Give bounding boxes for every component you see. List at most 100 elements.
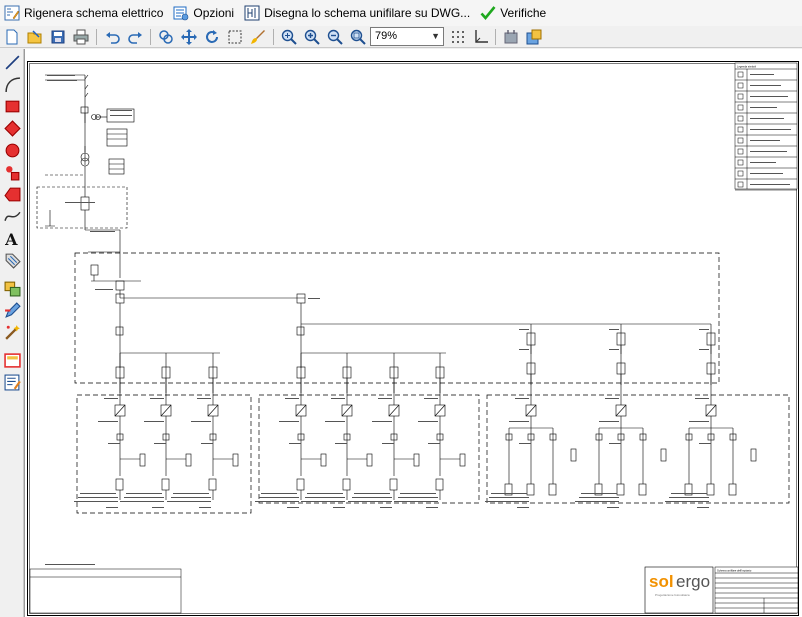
annotation-line xyxy=(519,443,531,444)
annotation-line xyxy=(609,349,619,350)
select-rect-button[interactable] xyxy=(226,28,244,46)
new-button[interactable] xyxy=(3,28,21,46)
paint-brush-icon xyxy=(251,30,265,44)
zoom-plus-icon xyxy=(304,29,320,45)
zoom-window-button[interactable] xyxy=(349,28,367,46)
annotation-line xyxy=(106,507,118,508)
checks-menu[interactable]: Verifiche xyxy=(480,1,546,25)
annotation-line xyxy=(261,493,297,494)
sheet-frame xyxy=(27,61,799,616)
annotation-line xyxy=(519,349,529,350)
open-button[interactable] xyxy=(26,28,44,46)
annotation-line xyxy=(509,421,529,422)
frame-tool[interactable] xyxy=(3,351,21,369)
drawing-canvas[interactable]: Legenda simboli sol ergo Progettazione f… xyxy=(24,49,802,617)
draw-dwg-menu[interactable]: Disegna lo schema unifilare su DWG... xyxy=(244,1,470,25)
circle-icon xyxy=(5,143,19,157)
rotate-icon xyxy=(206,30,218,43)
main-bus xyxy=(90,252,716,393)
annotation-line xyxy=(110,110,132,111)
save-button[interactable] xyxy=(49,28,67,46)
annotation-line xyxy=(599,421,619,422)
chevron-down-icon: ▼ xyxy=(431,31,440,41)
curve-icon xyxy=(3,211,21,221)
sub-array-enclosure-3 xyxy=(486,394,790,504)
options-menu[interactable]: Opzioni xyxy=(173,1,234,25)
annotation-line xyxy=(579,497,619,498)
annotation-line xyxy=(173,493,209,494)
annotation-line xyxy=(45,564,95,565)
annotation-line xyxy=(80,493,116,494)
print-button[interactable] xyxy=(72,28,90,46)
legend-symbol xyxy=(737,82,744,89)
undo-button[interactable] xyxy=(104,28,122,46)
pan-button[interactable] xyxy=(180,28,198,46)
layers-tool[interactable] xyxy=(3,279,21,297)
symbol-tool[interactable] xyxy=(3,163,21,181)
wand-tool[interactable] xyxy=(3,323,21,341)
annotation-line xyxy=(517,507,529,508)
grid-connection-chain xyxy=(36,74,135,253)
legend-symbol xyxy=(737,148,744,155)
export-icon xyxy=(526,29,542,45)
polygon-tool[interactable] xyxy=(3,185,21,203)
annotation-line xyxy=(609,329,619,330)
annotation-line xyxy=(609,443,621,444)
annotation-line xyxy=(489,497,529,498)
curve-tool[interactable] xyxy=(3,207,21,225)
legend-symbol xyxy=(737,159,744,166)
text-tool[interactable]: A xyxy=(3,229,21,247)
line-tool[interactable] xyxy=(3,53,21,71)
text-icon: A xyxy=(4,230,18,247)
regenerate-scheme-menu[interactable]: Rigenera schema elettrico xyxy=(4,1,163,25)
undo-icon xyxy=(106,32,120,44)
print-icon xyxy=(73,29,89,45)
rectangle-tool[interactable] xyxy=(3,97,21,115)
checks-label: Verifiche xyxy=(500,6,547,20)
annotation-line xyxy=(152,507,164,508)
move-select-button[interactable] xyxy=(157,28,175,46)
annotation-line xyxy=(124,497,164,498)
export-button[interactable] xyxy=(525,28,543,46)
annotation-line xyxy=(697,507,709,508)
title-block xyxy=(714,566,799,614)
module-button[interactable] xyxy=(502,28,520,46)
annotation-line xyxy=(335,443,347,444)
annotation-line xyxy=(74,501,118,502)
redo-icon xyxy=(128,32,142,44)
snap-button[interactable] xyxy=(472,28,490,46)
legend-text-line xyxy=(750,129,791,130)
zoom-minus-button[interactable] xyxy=(326,28,344,46)
circle-tool[interactable] xyxy=(3,141,21,159)
symbol-legend xyxy=(734,62,798,191)
annotation-line xyxy=(126,493,162,494)
annotation-line xyxy=(144,421,164,422)
zoom-plus-button[interactable] xyxy=(303,28,321,46)
annotation-line xyxy=(78,497,118,498)
grid-button[interactable] xyxy=(449,28,467,46)
module-icon xyxy=(504,30,518,44)
annotation-line xyxy=(699,443,711,444)
annotation-line xyxy=(400,493,436,494)
annotation-line xyxy=(519,329,529,330)
edit-tool[interactable] xyxy=(3,301,21,319)
redo-button[interactable] xyxy=(126,28,144,46)
properties-tool[interactable] xyxy=(3,373,21,391)
zoom-in-button[interactable] xyxy=(280,28,298,46)
arc-tool[interactable] xyxy=(3,75,21,93)
annotation-line xyxy=(308,298,320,299)
layers-icon xyxy=(4,281,20,296)
legend-text-line xyxy=(750,162,776,163)
annotation-line xyxy=(605,398,619,399)
edit-icon xyxy=(4,301,21,318)
annotation-line xyxy=(167,501,211,502)
annotation-line xyxy=(191,421,211,422)
zoom-select[interactable]: 79% ▼ xyxy=(370,27,444,46)
rotate-button[interactable] xyxy=(203,28,221,46)
paint-brush-button[interactable] xyxy=(249,28,267,46)
frame-icon xyxy=(3,352,21,368)
tag-tool[interactable] xyxy=(3,251,21,269)
properties-icon xyxy=(4,374,21,390)
diamond-tool[interactable] xyxy=(3,119,21,137)
legend-symbol xyxy=(737,71,744,78)
